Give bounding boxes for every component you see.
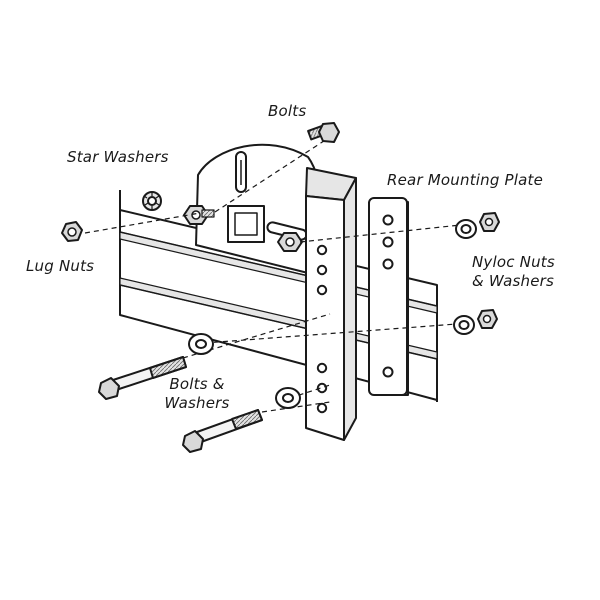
star-washer (142, 191, 162, 211)
vertical-tube (305, 167, 357, 441)
nyloc-washer-lower (453, 315, 475, 335)
bolt-washer-lower (275, 387, 301, 409)
lug-nut (61, 221, 83, 242)
assembly-lines (84, 136, 471, 413)
label-lug-nuts: Lug Nuts (26, 257, 95, 275)
mount-stud-nut (183, 205, 215, 225)
bolt-washer-upper (188, 333, 214, 355)
label-nyloc-line1: Nyloc Nuts (472, 253, 555, 271)
nyloc-nut-lower (477, 309, 498, 329)
nyloc-nut-upper (479, 212, 500, 232)
long-bolt-lower (182, 409, 263, 453)
label-bolts: Bolts (268, 102, 307, 120)
label-bolts-washers-line1: Bolts & (169, 375, 225, 393)
label-nyloc-line2: & Washers (472, 272, 555, 290)
top-bolt (307, 122, 340, 143)
long-bolt-upper (98, 356, 187, 400)
mount-stud-nut (277, 232, 303, 252)
label-rear-mounting-plate: Rear Mounting Plate (387, 171, 544, 189)
rear-mounting-plate (368, 197, 409, 396)
label-bolts-washers: Bolts & Washers (152, 375, 242, 413)
nyloc-washer-upper (455, 219, 477, 239)
label-star-washers: Star Washers (67, 148, 169, 166)
label-nyloc-nuts-washers: Nyloc Nuts & Washers (472, 253, 555, 291)
label-bolts-washers-line2: Washers (164, 394, 230, 412)
